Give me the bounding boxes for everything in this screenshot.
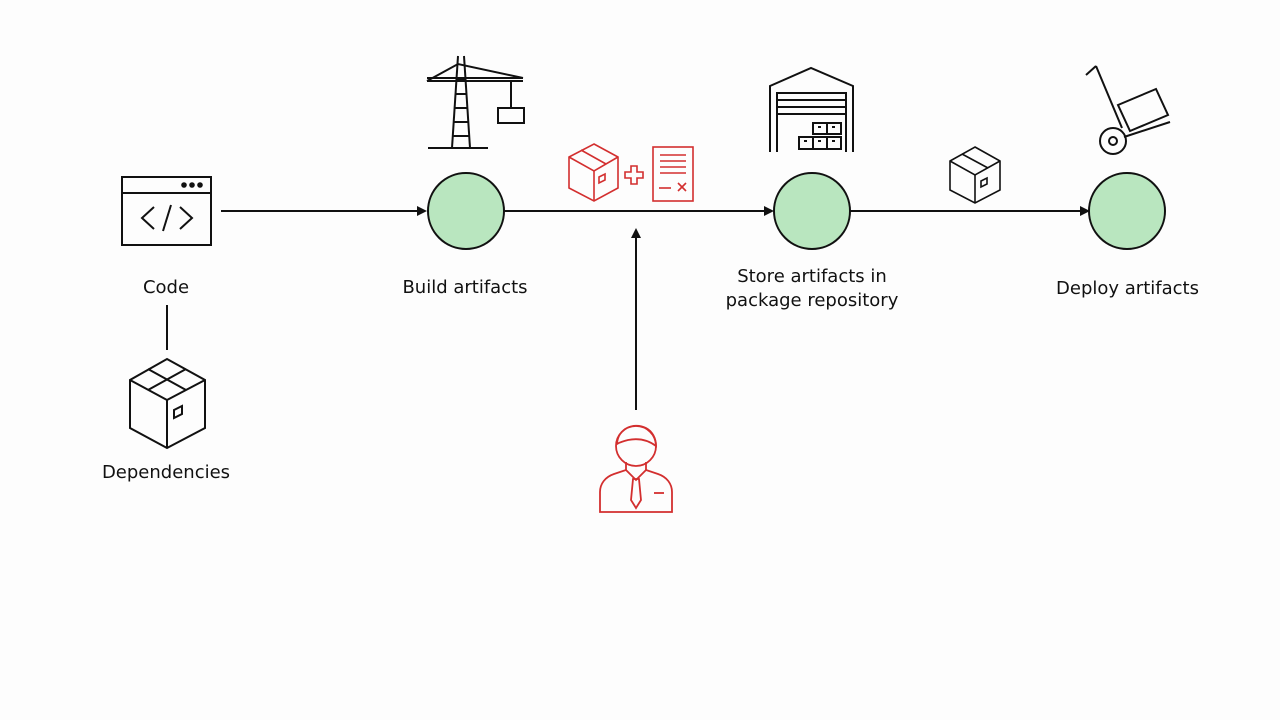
label-store-line2: package repository — [725, 290, 899, 311]
label-store-artifacts: Store artifacts in package repository — [700, 265, 924, 313]
code-window-icon — [121, 176, 212, 246]
stage-build — [427, 172, 505, 250]
warehouse-icon — [769, 66, 854, 152]
hand-truck-icon — [1085, 65, 1171, 155]
package-box-icon — [129, 357, 206, 450]
small-package-icon — [949, 146, 1001, 204]
crane-icon — [426, 55, 525, 149]
person-icon — [599, 424, 673, 513]
package-plus-document-icon — [568, 143, 694, 202]
label-store-line1: Store artifacts in — [737, 266, 887, 287]
label-deploy-artifacts: Deploy artifacts — [1056, 278, 1199, 299]
stage-deploy — [1088, 172, 1166, 250]
label-build-artifacts: Build artifacts — [402, 277, 528, 298]
label-code: Code — [142, 277, 190, 298]
label-dependencies: Dependencies — [101, 462, 231, 483]
stage-store — [773, 172, 851, 250]
